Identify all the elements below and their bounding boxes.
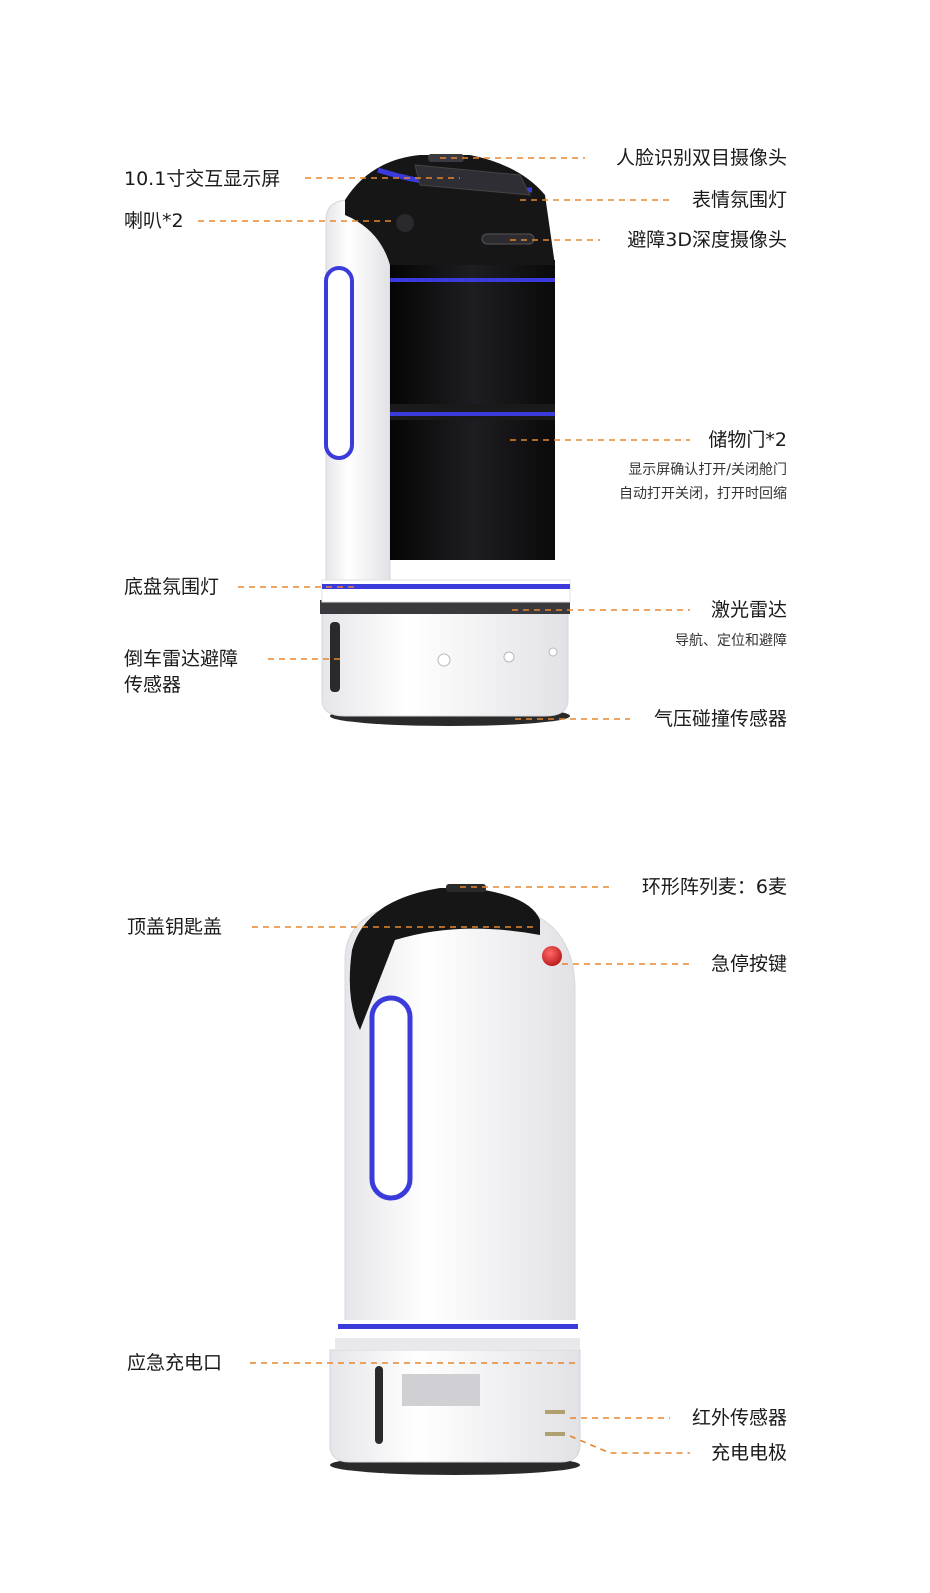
back-head-cover xyxy=(349,888,540,1030)
back-side-light xyxy=(369,995,413,1201)
label-key-cover: 顶盖钥匙盖 xyxy=(127,916,223,938)
ir-sensor-icon xyxy=(545,1410,565,1414)
robot-back xyxy=(329,884,581,1475)
label-emergency-charge: 应急充电口 xyxy=(127,1352,223,1374)
label-ir-sensor: 红外传感器 xyxy=(691,1407,787,1429)
leader-charge-electrode xyxy=(569,1435,690,1454)
front-lidar-band xyxy=(320,600,570,614)
back-ring xyxy=(335,1338,580,1350)
leader-lines xyxy=(198,157,690,1454)
label-estop: 急停按键 xyxy=(710,953,787,975)
label-bumper: 气压碰撞传感器 xyxy=(653,708,787,730)
label-mic-array: 环形阵列麦：6麦 xyxy=(641,876,787,898)
radar-sensor-icon xyxy=(437,653,451,667)
radar-sensor-icon xyxy=(503,651,515,663)
front-side-light xyxy=(324,266,354,460)
label-speaker: 喇叭*2 xyxy=(124,210,184,232)
storage-door-light xyxy=(390,412,555,416)
label-face-camera: 人脸识别双目摄像头 xyxy=(615,147,787,169)
label-charge-electrode: 充电电极 xyxy=(710,1442,787,1464)
robot-front xyxy=(320,154,571,726)
speaker-icon xyxy=(396,214,414,232)
note-storage-door-1: 显示屏确认打开/关闭舱门 xyxy=(628,462,787,478)
chassis-light-strip xyxy=(322,584,570,589)
label-chassis-light: 底盘氛围灯 xyxy=(124,576,220,598)
radar-sensor-icon xyxy=(548,647,558,657)
front-chassis xyxy=(321,579,571,603)
label-lidar: 激光雷达 xyxy=(710,599,787,621)
storage-door-light xyxy=(390,278,555,282)
label-storage-door: 储物门*2 xyxy=(708,429,787,451)
label-reverse-radar-1: 倒车雷达避障 xyxy=(124,648,239,670)
note-lidar: 导航、定位和避障 xyxy=(675,633,787,649)
back-light-strip xyxy=(338,1324,578,1329)
vent-grille xyxy=(402,1374,480,1406)
emergency-stop-button-icon xyxy=(542,946,562,966)
charge-electrode-icon xyxy=(545,1432,565,1436)
mic-array-icon xyxy=(446,884,486,892)
label-reverse-radar-2: 传感器 xyxy=(124,674,182,696)
label-display: 10.1寸交互显示屏 xyxy=(124,168,281,190)
front-base-slot xyxy=(330,622,340,692)
note-storage-door-2: 自动打开关闭，打开时回缩 xyxy=(619,486,787,502)
emergency-charge-port xyxy=(375,1366,383,1444)
depth-camera-icon xyxy=(481,233,535,245)
label-depth-camera: 避障3D深度摄像头 xyxy=(627,229,787,251)
label-expression-light: 表情氛围灯 xyxy=(691,189,787,211)
